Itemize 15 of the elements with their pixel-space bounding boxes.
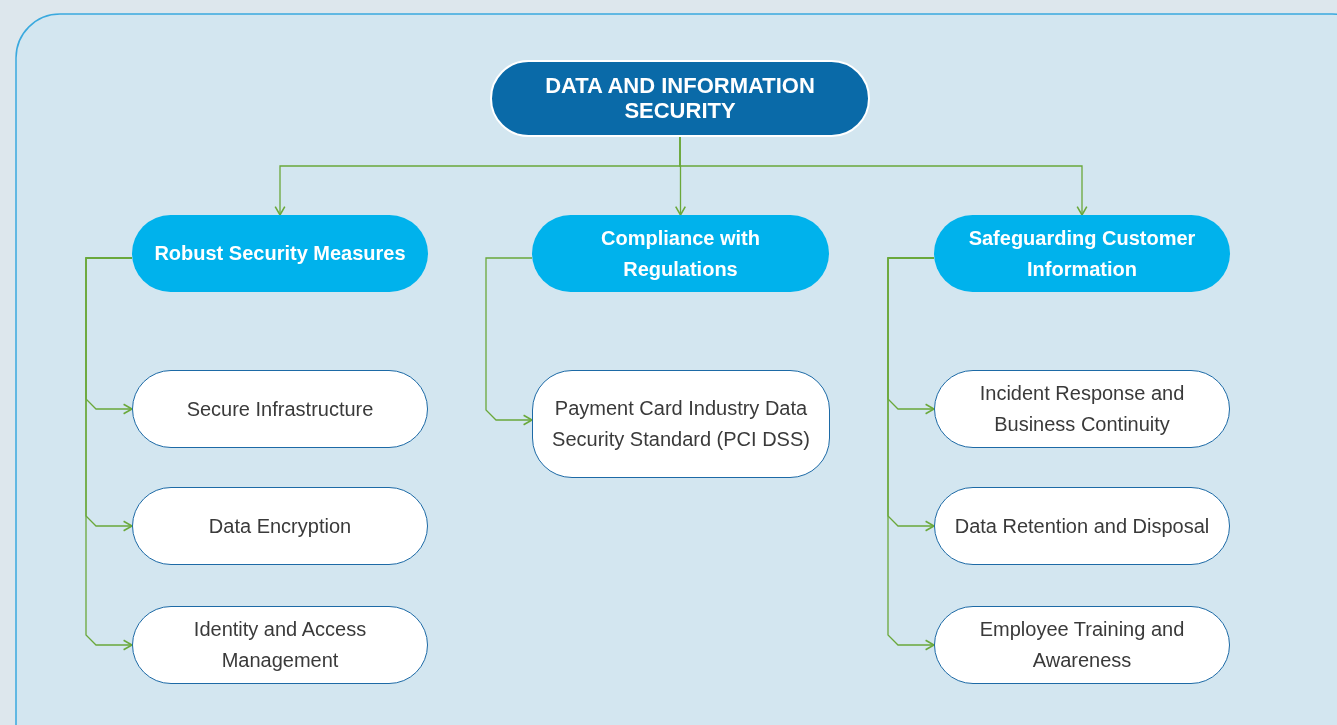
connector-arrow (85, 257, 133, 651)
connector-arrow (887, 257, 935, 651)
category-box: Robust Security Measures (132, 215, 428, 292)
topic-box: Employee Training and Awareness (934, 606, 1230, 684)
connector-arrow (485, 257, 533, 426)
category-box: Compliance with Regulations (532, 215, 829, 292)
category-box: Safeguarding Customer Information (934, 215, 1230, 292)
root-box: DATA AND INFORMATION SECURITY (490, 60, 870, 137)
connector-arrow (679, 136, 1088, 216)
topic-box: Data Encryption (132, 487, 428, 565)
topic-box: Identity and Access Management (132, 606, 428, 684)
topic-box: Incident Response and Business Continuity (934, 370, 1230, 448)
topic-box: Secure Infrastructure (132, 370, 428, 448)
topic-box: Payment Card Industry Data Security Standard (PCI DSS) (532, 370, 830, 478)
topic-box: Data Retention and Disposal (934, 487, 1230, 565)
